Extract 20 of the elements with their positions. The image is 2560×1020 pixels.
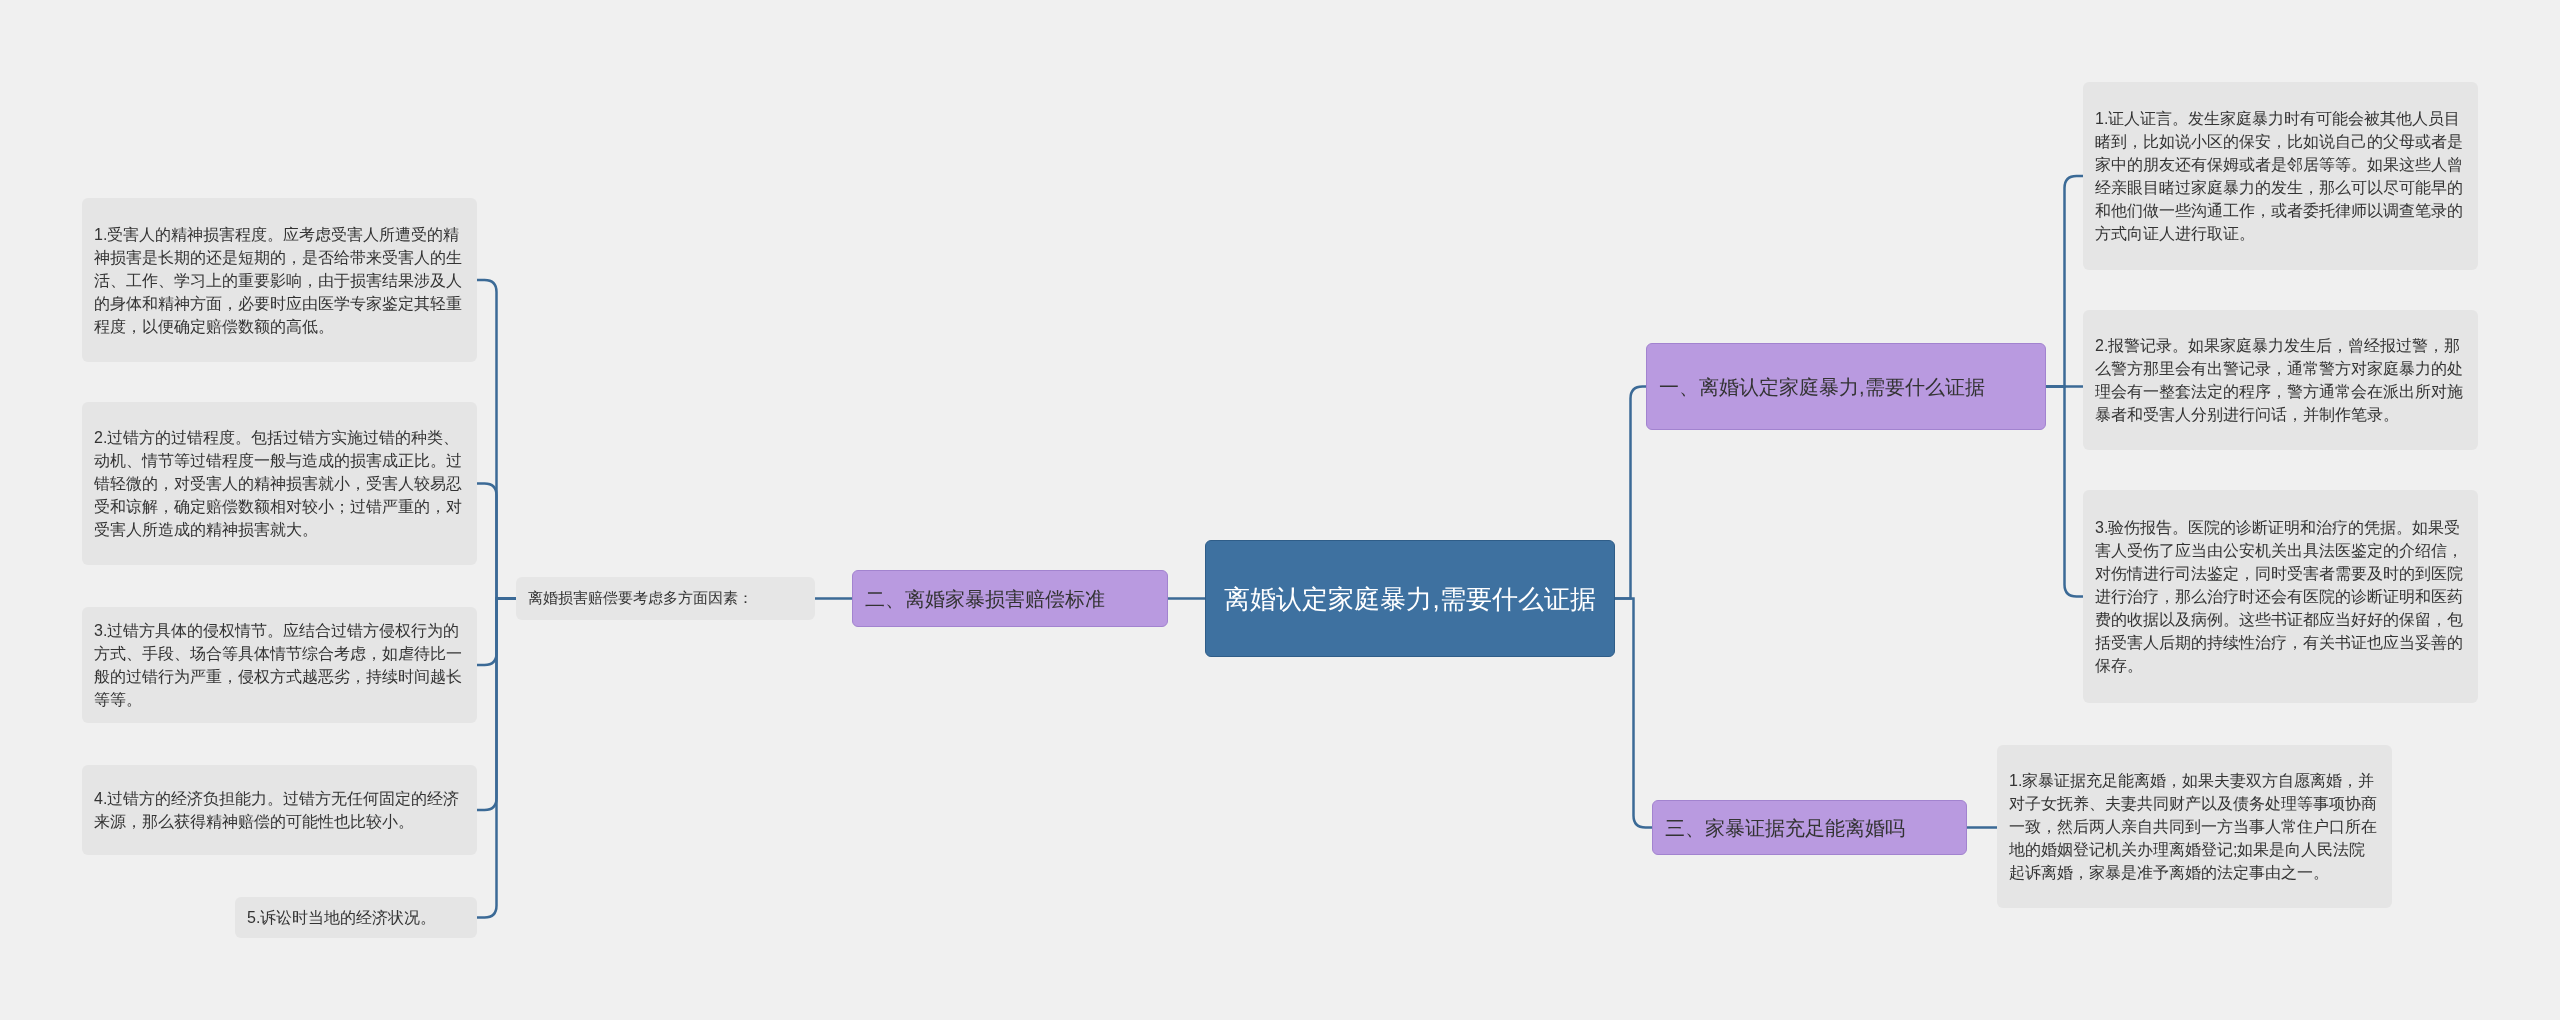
detail-note: 3.验伤报告。医院的诊断证明和治疗的凭据。如果受害人受伤了应当由公安机关出具法医鉴定的介绍信，对伤情进行司法鉴定，同时受害者需要及时的到医院进行治疗，那么治疗时还会有医院的诊断证明和医药费的收据以及病例。这些书证都应当好好的保留，包括受害人后期的持续性治疗，有关书证也应当妥善的保存。 [2083,490,2478,703]
subtopic: 离婚损害赔偿要考虑多方面因素： [516,577,815,620]
branch-topic: 三、家暴证据充足能离婚吗 [1652,800,1967,855]
detail-note: 1.证人证言。发生家庭暴力时有可能会被其他人员目睹到，比如说小区的保安，比如说自己的父母或者是家中的朋友还有保姆或者是邻居等等。如果这些人曾经亲眼目睹过家庭暴力的发生，那么可以尽可能早的和他们做一些沟通工作，或者委托律师以调查笔录的方式向证人进行取证。 [2083,82,2478,270]
connector-line [477,597,516,919]
branch-topic: 二、离婚家暴损害赔偿标准 [852,570,1168,627]
connector-line [1168,597,1205,600]
detail-note: 2.过错方的过错程度。包括过错方实施过错的种类、动机、情节等过错程度一般与造成的损害成正比。过错轻微的，对受害人的精神损害就小，受害人较易忍受和谅解，确定赔偿数额相对较小；过错严重的，对受害人所造成的精神损害就大。 [82,402,477,565]
connector-line [1967,826,1997,829]
detail-note: 2.报警记录。如果家庭暴力发生后，曾经报过警，那么警方那里会有出警记录，通常警方对家庭暴力的处理会有一整套法定的程序，警方通常会在派出所对施暴者和受害人分别进行问话，并制作笔录。 [2083,310,2478,450]
detail-note: 3.过错方具体的侵权情节。应结合过错方侵权行为的方式、手段、场合等具体情节综合考虑，如虐待比一般的过错行为严重，侵权方式越恶劣，持续时间越长等等。 [82,607,477,723]
connector-line [815,597,852,600]
detail-note: 5.诉讼时当地的经济状况。 [235,897,477,938]
detail-note: 1.受害人的精神损害程度。应考虑受害人所遭受的精神损害是长期的还是短期的，是否给带来受害人的生活、工作、学习上的重要影响，由于损害结果涉及人的身体和精神方面，必要时应由医学专家鉴定其轻重程度，以便确定赔偿数额的高低。 [82,198,477,362]
central-topic: 离婚认定家庭暴力,需要什么证据 [1205,540,1615,657]
branch-topic: 一、离婚认定家庭暴力,需要什么证据 [1646,343,2046,430]
connector-line [1615,597,1652,829]
detail-note: 1.家暴证据充足能离婚，如果夫妻双方自愿离婚，并对子女抚养、夫妻共同财产以及债务处理等事项协商一致，然后两人亲自共同到一方当事人常住户口所在地的婚姻登记机关办理离婚登记;如果是向人民法院起诉离婚，家暴是准予离婚的法定事由之一。 [1997,745,2392,908]
detail-note: 4.过错方的经济负担能力。过错方无任何固定的经济来源，那么获得精神赔偿的可能性也比较小。 [82,765,477,855]
connector-line [2046,385,2083,598]
